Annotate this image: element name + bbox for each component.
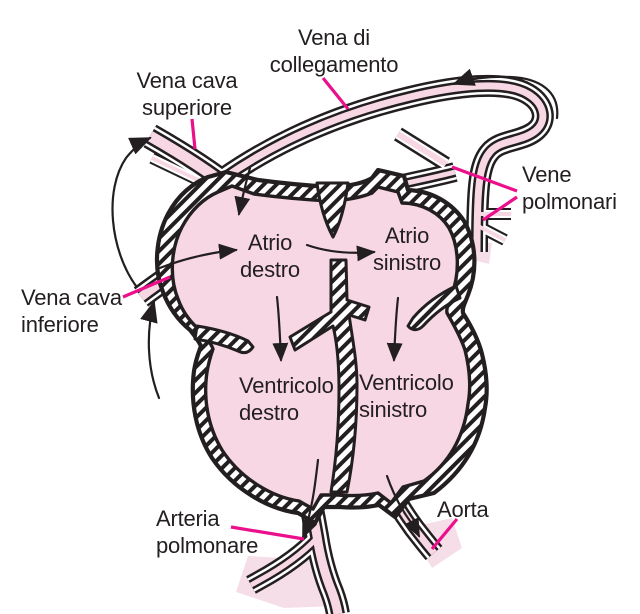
label-line: Vena cava (136, 68, 238, 93)
label-line: sinistro (372, 250, 442, 275)
label-line: sinistro (359, 397, 428, 422)
label-line: Ventricolo (359, 370, 454, 395)
left-av-wall-hook (193, 324, 255, 355)
leader-vena-cava-superiore (190, 118, 197, 150)
label-atrio-destro: Atrio destro (210, 229, 330, 283)
label-line: Ventricolo (239, 373, 334, 398)
label-line: Arteria (156, 506, 220, 531)
label-vena-di-collegamento: Vena di collegamento (238, 24, 430, 78)
flow-arrow-into-vena-cava-superiore (111, 136, 152, 288)
flow-arrow-into-arteria-polmonare (301, 458, 320, 539)
leader-aorta (430, 517, 459, 551)
interatrial-wall-wedge (315, 181, 350, 239)
vene-polmonari-stub (398, 134, 446, 164)
septum-cross (288, 258, 371, 494)
label-line: Atrio (247, 230, 293, 255)
label-arteria-polmonare: Arteria polmonare (156, 505, 258, 559)
label-line: Aorta (437, 497, 489, 522)
flow-arrow-atrio-to-ventricolo-destro (272, 295, 289, 362)
flow-arrow-into-atrio-destro (234, 166, 252, 216)
label-line: destro (239, 400, 299, 425)
label-vena-cava-inferiore: Vena cava inferiore (21, 284, 122, 338)
label-line: Vena cava (21, 285, 122, 310)
label-line: Atrio (384, 223, 430, 248)
flow-arrow-into-vena-cava-inferiore (140, 300, 161, 400)
flow-arrow-atrio-destro-to-sinistro (305, 243, 376, 262)
flow-arrow-atrio-to-ventricolo-sinistro (386, 296, 403, 362)
leader-lines (122, 76, 518, 551)
label-atrio-sinistro: Atrio sinistro (347, 222, 467, 276)
leader-vene-polmonari-upper (451, 165, 518, 193)
flow-arrow-collegamento-return (452, 68, 559, 120)
label-ventricolo-sinistro: Ventricolo sinistro (359, 369, 454, 423)
leader-arteria-polmonare (230, 525, 305, 541)
right-av-wall-hook (406, 284, 462, 332)
leader-vena-cava-inferiore (122, 275, 171, 299)
flow-arrow-inferiore-to-atrio-destro (155, 243, 238, 271)
label-line: superiore (142, 95, 232, 120)
label-ventricolo-destro: Ventricolo destro (239, 372, 334, 426)
leader-vena-di-collegamento (321, 76, 350, 111)
label-line: Vene (522, 162, 572, 187)
label-line: destro (240, 257, 300, 282)
label-line: collegamento (269, 52, 399, 77)
flow-arrows (111, 68, 559, 539)
label-line: polmonare (156, 533, 259, 558)
flow-arrow-into-aorta (385, 474, 421, 538)
leader-vene-polmonari-lower (482, 195, 518, 222)
label-vena-cava-superiore: Vena cava superiore (112, 67, 262, 121)
label-line: Vena di (297, 25, 370, 50)
label-line: polmonari (522, 189, 617, 214)
label-line: inferiore (21, 312, 99, 337)
label-vene-polmonari: Vene polmonari (522, 161, 617, 215)
label-aorta: Aorta (437, 496, 489, 523)
